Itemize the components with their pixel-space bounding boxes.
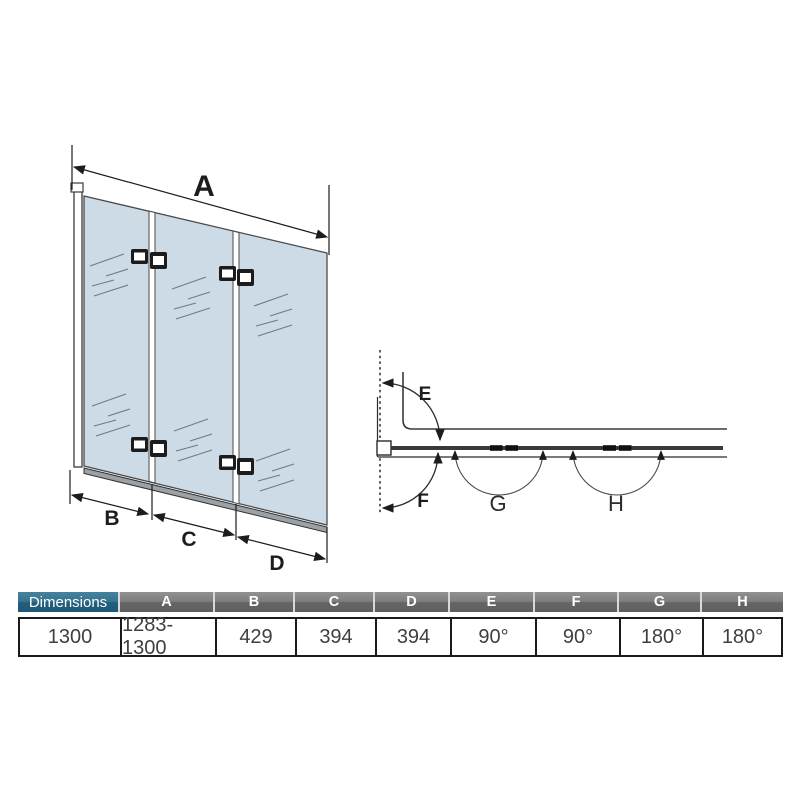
hinge-icon [131, 437, 167, 457]
dim-label-a: A [193, 170, 215, 203]
angle-label-h: H [608, 491, 624, 516]
table-value-h: 180° [702, 619, 781, 655]
glass-panels-body [83, 195, 328, 526]
table-value-dimensions: 1300 [47, 625, 93, 648]
dimension-a [71, 145, 330, 255]
hinge-mark-icon [603, 445, 616, 451]
angle-label-e: E [419, 384, 432, 405]
table-value-g: 180° [619, 619, 702, 655]
dimensions-table-header: Dimensions A B C D E F G H [18, 592, 783, 612]
angle-label-f: F [417, 491, 429, 512]
glass-screen [70, 182, 328, 534]
dimension-d [236, 527, 328, 563]
hinge-marks [490, 445, 632, 451]
glass-streaks [89, 253, 295, 492]
wall-profile-cap [70, 182, 84, 193]
table-header-h: H [700, 592, 783, 612]
table-header-c: C [293, 592, 373, 612]
table-value-a: 1283-1300 [120, 614, 215, 659]
table-header-b: B [213, 592, 293, 612]
table-header-f: F [533, 592, 617, 612]
dim-label-b: B [104, 507, 119, 530]
dim-label-c: C [181, 528, 196, 551]
table-header-dimensions: Dimensions [18, 592, 118, 612]
hinge-icon [219, 455, 254, 475]
hinge-icon [219, 266, 254, 286]
panel-folded-90-line [402, 372, 727, 430]
wall-profile [73, 185, 83, 468]
table-value-f: 90° [535, 619, 619, 655]
table-value-d: 394 [375, 619, 450, 655]
dimensions-table-row: 1300 1283-1300 429 394 394 90° 90° 180° … [18, 614, 783, 659]
hinges [131, 249, 254, 475]
table-header-a: A [118, 592, 213, 612]
table-value-c: 394 [295, 619, 375, 655]
angle-e-arc [381, 378, 445, 442]
table-header-e: E [448, 592, 533, 612]
table-value-e: 90° [450, 619, 535, 655]
hinge-mark-icon [505, 445, 518, 451]
dimension-c [152, 504, 237, 540]
angle-f-arc [381, 451, 443, 513]
angle-g-arc [451, 450, 547, 496]
top-view-diagram: E F G H [376, 350, 727, 516]
hinge-mark-icon [490, 445, 503, 451]
dimension-b [69, 470, 153, 520]
table-header-d: D [373, 592, 448, 612]
wall-bracket [376, 440, 392, 456]
hinge-icon [131, 249, 167, 269]
angle-h-arc [569, 450, 665, 496]
angle-label-g: G [489, 491, 506, 516]
hinge-mark-icon [619, 445, 632, 451]
table-header-g: G [617, 592, 700, 612]
dimensions-table: Dimensions A B C D E F G H 1300 1283-130… [18, 592, 783, 659]
table-value-b: 429 [215, 619, 295, 655]
front-view-diagram: A B C D [69, 145, 330, 575]
dim-label-d: D [269, 552, 284, 575]
